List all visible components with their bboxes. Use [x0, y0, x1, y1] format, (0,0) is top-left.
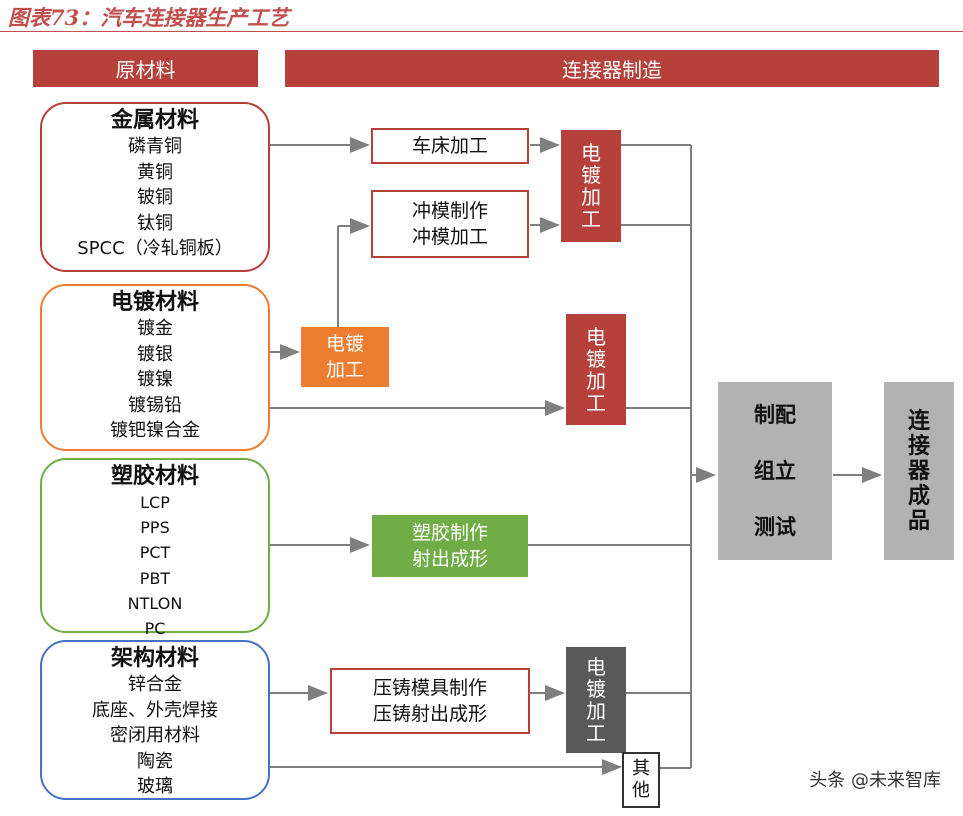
plastic-item: LCP: [140, 493, 170, 512]
plating-item: 镀锡铅: [128, 394, 182, 416]
frame-item: 锌合金: [128, 674, 182, 695]
plastic-item: PCT: [139, 543, 171, 563]
electroplate-box-3: 电 镀 加 工: [566, 647, 626, 753]
stamping-line: 冲模制作: [411, 200, 488, 222]
product-char: 连: [907, 408, 930, 434]
lathe-process-box: 车床加工: [371, 128, 529, 164]
plastic-process-box: 塑胶制作 射出成形: [372, 515, 528, 577]
other-char: 他: [632, 780, 650, 801]
plastic-item: NTLON: [127, 593, 183, 613]
watermark: 头条 @未来智库: [809, 770, 941, 791]
electroplate-char: 镀: [586, 677, 606, 701]
stamping-line: 冲模加工: [411, 226, 488, 248]
electroplate-char: 电: [586, 324, 606, 349]
electroplate-char: 电: [581, 141, 601, 165]
lathe-process-label: 车床加工: [411, 135, 488, 157]
metal-item: 铍铜: [137, 187, 173, 208]
figure-title: 图表73：汽车连接器生产工艺: [8, 5, 290, 30]
product-char: 品: [907, 508, 930, 534]
plastic-item: PC: [144, 619, 166, 639]
electroplate-box-1: 电 镀 加 工: [561, 130, 621, 242]
metal-item: SPCC（冷轧铜板）: [77, 238, 233, 259]
header-raw-materials: 原材料: [33, 50, 258, 87]
metal-materials-box: 金属材料 磷青铜 黄铜 铍铜 钛铜 SPCC（冷轧铜板）: [40, 102, 270, 272]
plating-item: 镀钯镍合金: [110, 420, 200, 441]
plastic-materials-title: 塑胶材料: [110, 464, 199, 489]
plating-process-line: 电镀: [325, 333, 364, 355]
frame-item: 底座、外壳焊接: [92, 699, 218, 721]
frame-item: 密闭用材料: [110, 725, 200, 746]
plating-item: 镀镍: [137, 369, 173, 390]
header-connector-manufacturing: 连接器制造: [285, 50, 939, 87]
diecast-process-box: 压铸模具制作 压铸射出成形: [330, 668, 530, 734]
metal-item: 黄铜: [137, 161, 173, 183]
plating-materials-box: 电镀材料 镀金 镀银 镀镍 镀锡铅 镀钯镍合金: [40, 284, 270, 451]
plating-item: 镀金: [137, 318, 173, 339]
product-char: 成: [907, 483, 930, 509]
metal-materials-title: 金属材料: [110, 108, 199, 133]
electroplate-char: 镀: [581, 163, 601, 187]
stamping-process-box: 冲模制作 冲模加工: [371, 190, 529, 258]
product-char: 接: [907, 433, 930, 459]
plastic-process-line: 射出成形: [411, 548, 488, 570]
electroplate-char: 工: [586, 390, 606, 415]
frame-item: 玻璃: [137, 776, 173, 797]
electroplate-char: 工: [586, 721, 606, 745]
plastic-item: PPS: [140, 518, 170, 538]
other-char: 其: [632, 758, 650, 779]
electroplate-char: 加: [586, 699, 606, 723]
frame-materials-title: 架构材料: [110, 646, 199, 671]
assembly-step: 测试: [754, 515, 796, 539]
product-box: 连 接 器 成 品: [884, 382, 954, 560]
diecast-line: 压铸射出成形: [372, 703, 487, 725]
plastic-process-line: 塑胶制作: [411, 522, 488, 544]
plating-materials-title: 电镀材料: [110, 290, 199, 315]
electroplate-char: 加: [581, 185, 601, 209]
frame-materials-box: 架构材料 锌合金 底座、外壳焊接 密闭用材料 陶瓷 玻璃: [40, 640, 270, 800]
plastic-materials-box: 塑胶材料 LCP PPS PCT PBT NTLON PC: [40, 458, 270, 638]
product-char: 器: [907, 458, 930, 484]
plastic-item: PBT: [139, 568, 171, 588]
electroplate-char: 镀: [586, 346, 606, 371]
plating-process-line: 加工: [325, 359, 364, 381]
title-rule: [0, 31, 963, 32]
plating-item: 镀银: [137, 343, 173, 365]
electroplate-box-2: 电 镀 加 工: [566, 314, 626, 425]
assembly-step: 组立: [754, 459, 796, 483]
metal-item: 磷青铜: [128, 136, 182, 157]
diecast-line: 压铸模具制作: [372, 677, 487, 699]
other-box: 其 他: [622, 752, 660, 808]
electroplate-char: 工: [581, 207, 601, 231]
frame-item: 陶瓷: [137, 750, 173, 772]
plating-process-box: 电镀 加工: [301, 327, 389, 387]
assembly-box: 制配 组立 测试: [718, 382, 832, 560]
metal-item: 钛铜: [137, 212, 173, 234]
assembly-step: 制配: [754, 403, 796, 427]
electroplate-char: 加: [586, 368, 606, 393]
electroplate-char: 电: [586, 655, 606, 679]
